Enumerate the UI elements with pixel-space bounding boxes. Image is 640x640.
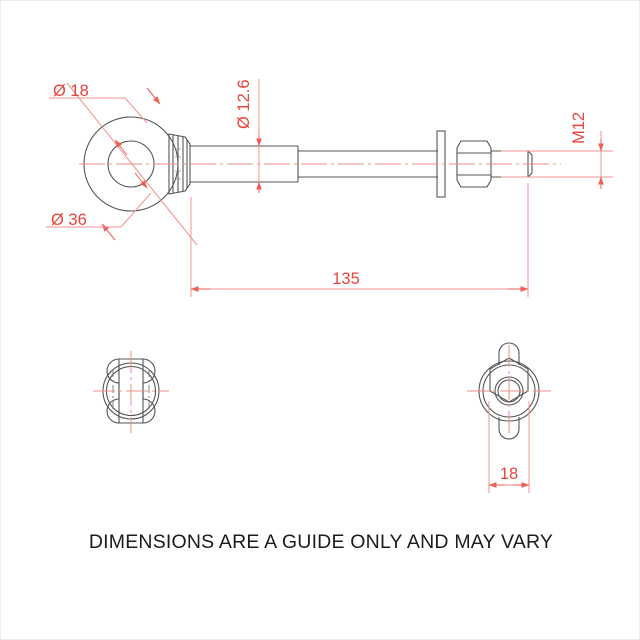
eye-outer-dim-text: Ø 36 — [51, 211, 87, 229]
right-view-centerlines — [467, 345, 551, 437]
thread-dim-text: M12 — [570, 112, 588, 144]
drawing-caption: DIMENSIONS ARE A GUIDE ONLY AND MAY VARY — [88, 531, 554, 553]
right-view-tab-top — [498, 342, 520, 365]
eye-diameter-dimensions — [66, 82, 198, 246]
collar-hatching — [175, 148, 181, 180]
leader-eye-bore — [49, 97, 148, 124]
hex-nut — [456, 140, 492, 188]
eye-bore-dim-text: Ø 18 — [53, 82, 89, 100]
shank-diameter-dim-text: Ø 12.6 — [235, 79, 253, 129]
shank-large — [190, 145, 299, 183]
overall-length-dimension — [190, 183, 529, 297]
overall-length-dim-text: 135 — [332, 270, 360, 288]
right-view-tab-bottom — [498, 417, 520, 440]
shank-plain — [298, 150, 438, 178]
nut-flats-dim-text: 18 — [500, 465, 518, 483]
thread-dimension — [501, 131, 613, 189]
leader-eye-outer — [46, 192, 152, 228]
nut-flats-dimension — [488, 401, 530, 493]
left-view-centerlines — [93, 351, 169, 433]
